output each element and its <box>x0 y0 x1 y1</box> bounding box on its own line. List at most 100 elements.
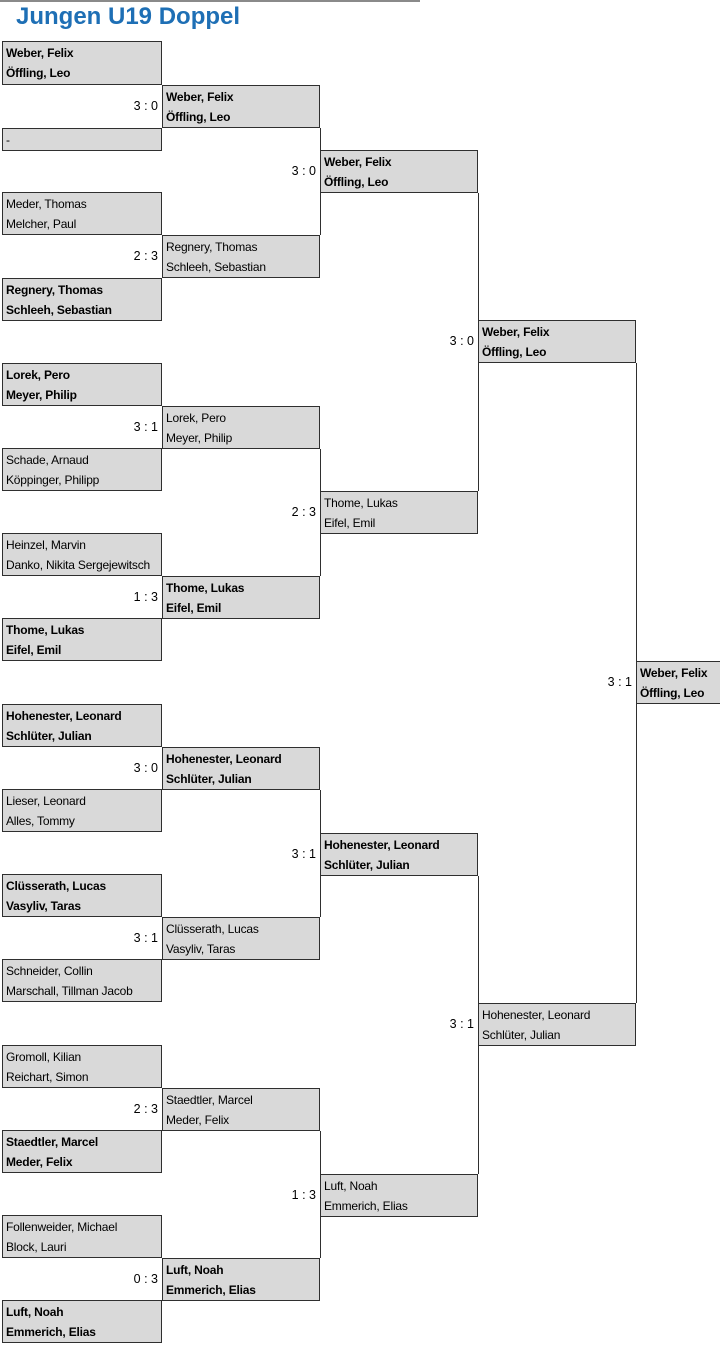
team-name: Vasyliv, Taras <box>166 942 236 956</box>
team-name: Weber, Felix <box>482 325 550 339</box>
team-name: Schleeh, Sebastian <box>166 260 266 274</box>
team-name: Heinzel, Marvin <box>6 538 86 552</box>
team-name: Thome, Lukas <box>6 623 85 637</box>
team-name: Reichart, Simon <box>6 1070 89 1084</box>
team-name: Staedtler, Marcel <box>6 1135 98 1149</box>
team-name: Thome, Lukas <box>324 496 398 510</box>
team-name: Vasyliv, Taras <box>6 899 81 913</box>
team-name: Lorek, Pero <box>166 411 226 425</box>
team-name: Meder, Felix <box>6 1155 73 1169</box>
match-score: 3 : 1 <box>607 675 632 689</box>
team-name: Eifel, Emil <box>324 516 376 530</box>
team-name: Hohenester, Leonard <box>166 752 282 766</box>
team-name: Melcher, Paul <box>6 217 77 231</box>
team-name: Emmerich, Elias <box>6 1325 96 1339</box>
top-crop-strip <box>0 0 420 2</box>
team-name: Schade, Arnaud <box>6 453 89 467</box>
match-score: 3 : 1 <box>133 931 158 945</box>
team-name: Luft, Noah <box>6 1305 64 1319</box>
team-name: Schleeh, Sebastian <box>6 303 112 317</box>
team-name: Hohenester, Leonard <box>482 1008 591 1022</box>
match-score: 2 : 3 <box>133 1102 158 1116</box>
page-title: Jungen U19 Doppel <box>16 3 241 30</box>
team-name: Öffling, Leo <box>482 345 547 359</box>
team-name: Öffling, Leo <box>6 66 71 80</box>
team-name: Meder, Felix <box>166 1113 229 1127</box>
team-name: Clüsserath, Lucas <box>6 879 106 893</box>
team-name: Staedtler, Marcel <box>166 1093 253 1107</box>
match-score: 3 : 0 <box>133 761 158 775</box>
match-score: 1 : 3 <box>133 590 158 604</box>
team-name: Eifel, Emil <box>166 601 222 615</box>
team-name: Schneider, Collin <box>6 964 93 978</box>
bracket-slot-r1-2: - <box>2 128 162 151</box>
team-name: Follenweider, Michael <box>6 1220 118 1234</box>
team-name: Emmerich, Elias <box>166 1283 256 1297</box>
match-score: 0 : 3 <box>133 1272 158 1286</box>
team-name: Öffling, Leo <box>324 175 389 189</box>
match-score: 3 : 0 <box>449 334 474 348</box>
team-name: Meder, Thomas <box>6 197 87 211</box>
team-name: Weber, Felix <box>640 666 708 680</box>
team-name: Marschall, Tillman Jacob <box>6 984 133 998</box>
team-name: Meyer, Philip <box>166 431 233 445</box>
team-name: Hohenester, Leonard <box>6 709 122 723</box>
team-name: Alles, Tommy <box>6 814 75 828</box>
match-score: 3 : 1 <box>133 420 158 434</box>
team-name: Weber, Felix <box>6 46 74 60</box>
match-score: 2 : 3 <box>133 249 158 263</box>
team-name: Schlüter, Julian <box>324 858 410 872</box>
team-name: Weber, Felix <box>324 155 392 169</box>
team-name: Clüsserath, Lucas <box>166 922 259 936</box>
match-score: 2 : 3 <box>291 505 316 519</box>
team-name: - <box>6 133 10 147</box>
team-name: Danko, Nikita Sergejewitsch <box>6 558 150 572</box>
team-name: Hohenester, Leonard <box>324 838 440 852</box>
team-name: Block, Lauri <box>6 1240 67 1254</box>
team-name: Schlüter, Julian <box>6 729 92 743</box>
team-name: Weber, Felix <box>166 90 234 104</box>
match-score: 3 : 1 <box>449 1017 474 1031</box>
match-score: 1 : 3 <box>291 1188 316 1202</box>
team-name: Emmerich, Elias <box>324 1199 408 1213</box>
team-name: Lorek, Pero <box>6 368 70 382</box>
team-name: Schlüter, Julian <box>482 1028 561 1042</box>
team-name: Öffling, Leo <box>640 686 705 700</box>
team-name: Öffling, Leo <box>166 110 231 124</box>
team-name: Lieser, Leonard <box>6 794 86 808</box>
team-name: Luft, Noah <box>166 1263 224 1277</box>
team-name: Köppinger, Philipp <box>6 473 100 487</box>
match-score: 3 : 0 <box>133 99 158 113</box>
team-name: Thome, Lukas <box>166 581 245 595</box>
match-score: 3 : 1 <box>291 847 316 861</box>
team-name: Luft, Noah <box>324 1179 378 1193</box>
team-name: Meyer, Philip <box>6 388 77 402</box>
team-name: Regnery, Thomas <box>6 283 103 297</box>
